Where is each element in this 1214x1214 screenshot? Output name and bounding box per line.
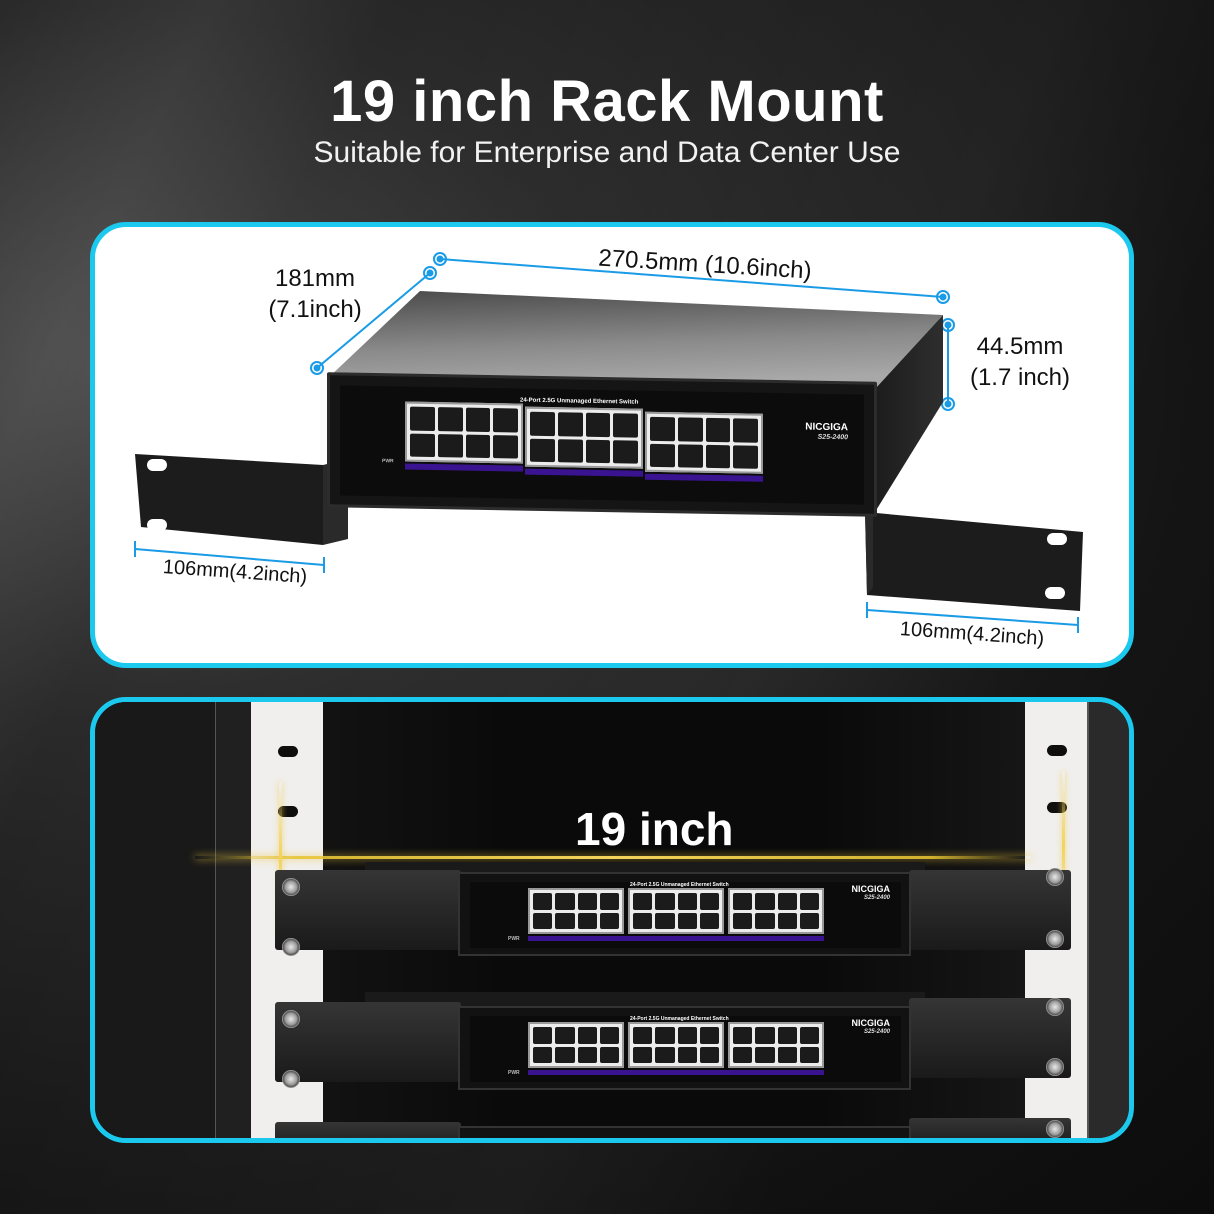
cabinet-side-left xyxy=(95,702,215,1138)
ethernet-port xyxy=(613,413,638,438)
ethernet-port xyxy=(410,406,435,431)
led-indicator-strip xyxy=(528,936,824,941)
screw-icon xyxy=(1046,930,1064,948)
ethernet-port xyxy=(530,438,555,463)
rail-hole xyxy=(1047,745,1067,756)
ethernet-port xyxy=(465,434,491,459)
ethernet-port xyxy=(677,443,703,468)
screw-icon xyxy=(282,1010,300,1028)
power-indicator-label: PWR xyxy=(382,458,394,465)
brand-label: NICGIGA xyxy=(805,421,848,434)
rail-hole xyxy=(278,746,298,757)
ethernet-port xyxy=(437,407,463,432)
brand-label: NICGIGA xyxy=(851,1018,890,1028)
ethernet-port xyxy=(465,407,491,432)
switch-front-panel: 24-Port 2.5G Unmanaged Ethernet Switch P… xyxy=(327,372,877,517)
ethernet-port xyxy=(585,412,611,437)
page-title: 19 inch Rack Mount xyxy=(330,69,884,134)
ethernet-port xyxy=(733,444,758,469)
rail-hole xyxy=(278,806,298,817)
switch-caption: 24-Port 2.5G Unmanaged Ethernet Switch xyxy=(630,882,729,888)
screw-icon xyxy=(282,938,300,956)
rack-switch-1: 24-Port 2.5G Unmanaged Ethernet Switch P… xyxy=(458,872,911,956)
rack-bracket-right xyxy=(909,870,1071,950)
screw-icon xyxy=(1046,998,1064,1016)
port-block-3 xyxy=(728,1022,824,1068)
rack-switch-2: 24-Port 2.5G Unmanaged Ethernet Switch P… xyxy=(458,1006,911,1090)
screw-icon xyxy=(1046,868,1064,886)
screw-icon xyxy=(1046,1120,1064,1138)
port-block-3 xyxy=(645,411,763,474)
ethernet-port xyxy=(613,439,638,464)
screw-icon xyxy=(282,878,300,896)
ethernet-port xyxy=(705,444,731,469)
led-indicator-strip xyxy=(528,1070,824,1075)
rack-bracket-left xyxy=(275,1122,461,1138)
model-label: S25-2400 xyxy=(817,433,848,442)
rack-width-label: 19 inch xyxy=(575,803,734,855)
ethernet-port xyxy=(733,418,758,443)
rack-switch-3-partial xyxy=(458,1126,911,1138)
port-block-2 xyxy=(525,406,643,469)
ethernet-port xyxy=(437,433,463,458)
ethernet-port xyxy=(530,411,555,436)
dimension-lines xyxy=(134,252,1083,633)
brand-label: NICGIGA xyxy=(851,884,890,894)
model-label: S25-2400 xyxy=(863,895,890,901)
rail-hole xyxy=(1047,802,1067,813)
width-highlight-line xyxy=(195,856,1031,859)
ethernet-port xyxy=(677,417,703,442)
ethernet-port xyxy=(493,408,518,433)
port-block-2 xyxy=(628,888,724,934)
dimensions-panel: 24-Port 2.5G Unmanaged Ethernet Switch P… xyxy=(90,222,1134,668)
ethernet-port xyxy=(557,438,583,463)
cabinet-edge-right xyxy=(1087,702,1129,1138)
port-block-3 xyxy=(728,888,824,934)
depth-label: 181mm (7.1inch) xyxy=(268,265,362,323)
port-block-1 xyxy=(528,1022,624,1068)
unit-top-shadow xyxy=(365,992,925,1006)
rack-bracket-right xyxy=(909,1118,1071,1138)
ethernet-port xyxy=(585,439,611,464)
page-subtitle: Suitable for Enterprise and Data Center … xyxy=(313,136,901,169)
power-indicator-label: PWR xyxy=(508,1070,520,1076)
cabinet-edge-left xyxy=(215,702,251,1138)
ethernet-port xyxy=(650,443,675,468)
port-block-1 xyxy=(405,401,523,464)
rack-bracket-left xyxy=(275,870,461,950)
ethernet-port xyxy=(493,434,518,459)
screw-icon xyxy=(282,1070,300,1088)
model-label: S25-2400 xyxy=(863,1029,890,1035)
port-block-1 xyxy=(528,888,624,934)
rack-bracket-right xyxy=(909,998,1071,1078)
power-indicator-label: PWR xyxy=(508,936,520,942)
rail-highlight-left xyxy=(279,782,282,932)
ethernet-port xyxy=(557,412,583,437)
rail-highlight-right xyxy=(1062,772,1065,922)
port-block-2 xyxy=(628,1022,724,1068)
screw-icon xyxy=(1046,1058,1064,1076)
switch-caption: 24-Port 2.5G Unmanaged Ethernet Switch xyxy=(630,1016,729,1022)
rack-panel: 19 inch 24-Port 2.5G Unmanaged Ethernet … xyxy=(90,697,1134,1143)
ethernet-port xyxy=(705,417,731,442)
ethernet-port xyxy=(410,433,435,458)
height-label: 44.5mm (1.7 inch) xyxy=(969,333,1071,391)
ethernet-port xyxy=(650,416,675,441)
rack-bracket-left xyxy=(275,1002,461,1082)
